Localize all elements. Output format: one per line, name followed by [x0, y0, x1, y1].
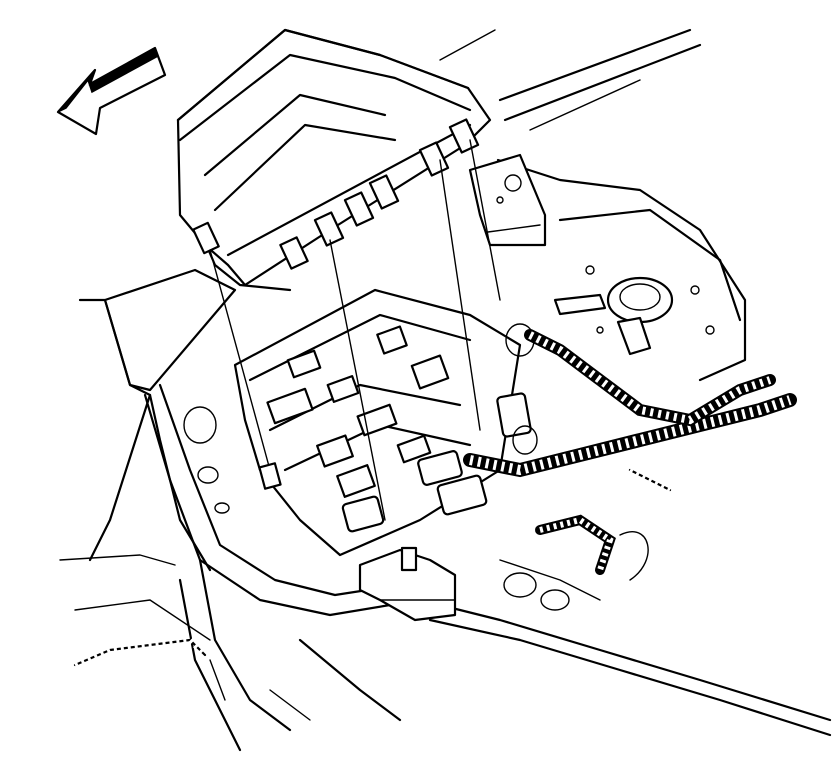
- strut-tower-icon: [553, 265, 715, 356]
- fuse-box-cover-icon: [176, 28, 492, 292]
- wiring-harness-icon: [463, 329, 797, 611]
- wiring-harness-icon-lower: [73, 636, 208, 668]
- mounting-bracket-icon: [468, 153, 547, 247]
- engine-bay-background: [439, 28, 747, 382]
- front-arrow-icon: [56, 46, 167, 136]
- alignment-guide-lines: [209, 139, 501, 521]
- frame-rail: [143, 383, 832, 752]
- inner-fender-panel: [59, 268, 237, 641]
